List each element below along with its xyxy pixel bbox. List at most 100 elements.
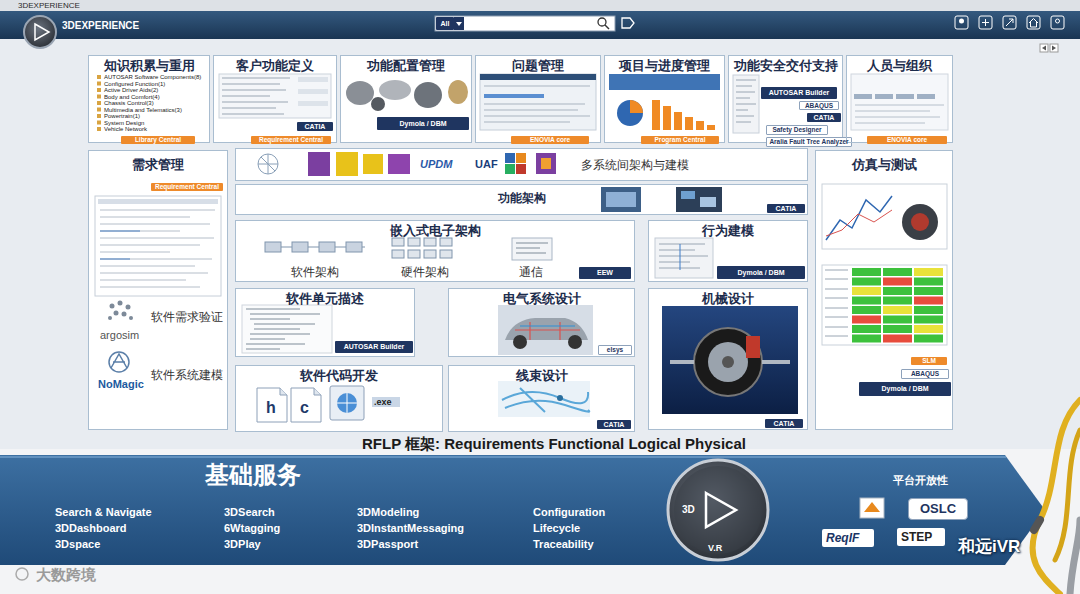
- badge-text: CATIA: [767, 204, 805, 213]
- label-text: 3DInstantMessaging: [357, 521, 464, 535]
- badge-text: Safety Designer: [767, 126, 827, 134]
- argosim-logo: [110, 304, 115, 309]
- tree-icon: [97, 108, 101, 112]
- file-icons: [280, 388, 287, 395]
- tile-ground: [448, 365, 635, 432]
- text-slot: 3DPlay: [224, 537, 261, 551]
- text-slot: 3DPassport: [357, 537, 418, 551]
- label-text: UAF: [475, 157, 498, 171]
- screenshot-thumbnail: [448, 80, 468, 104]
- text-slot: ReqIF: [826, 531, 859, 546]
- simulation-chart: [826, 210, 892, 236]
- text-slot: 3DEXPERIENCE: [62, 19, 139, 32]
- label-text: NoMagic: [98, 377, 144, 391]
- screenshot-thumbnail: [854, 94, 872, 99]
- argosim-logo: [118, 301, 123, 306]
- tile-ground: [235, 184, 808, 215]
- test-result-table: [852, 316, 881, 324]
- label-text: 3DSearch: [224, 505, 275, 519]
- tile-title: 电气系统设计: [449, 289, 634, 307]
- embedded-architecture-sketch: [516, 243, 548, 253]
- tile-ground: [88, 55, 953, 432]
- text-slot: 通信: [519, 265, 543, 280]
- tree-icon: [97, 121, 101, 125]
- text-slot: c: [300, 398, 309, 418]
- test-result-table: [822, 265, 947, 345]
- header-icons: [1029, 19, 1038, 28]
- text-slot: 多系统间架构与建模: [581, 158, 689, 173]
- compass-logo: [674, 466, 762, 554]
- standard-logos: [822, 529, 874, 547]
- mechanical-image: [722, 356, 734, 368]
- tile-ground: [88, 55, 210, 143]
- badge-text: Requirement Central: [251, 136, 331, 144]
- screenshot-thumbnail: [609, 74, 720, 90]
- module-tile: 软件单元描述AUTOSAR Builder: [235, 288, 415, 357]
- header-icons: [605, 25, 609, 29]
- header-icons: [1051, 16, 1064, 29]
- tree-icon: [97, 82, 101, 86]
- module-tile: 问题管理ENOVIA core: [475, 55, 601, 143]
- label-text: 3DDashboard: [55, 521, 127, 535]
- screenshot-thumbnail: [875, 94, 893, 99]
- requirements-document: [95, 196, 221, 296]
- simulation-chart: [822, 184, 947, 249]
- tile-ground: [648, 288, 808, 430]
- header-icons: [979, 16, 992, 29]
- vehicle-electrics-image: [515, 322, 580, 340]
- badge-text: CATIA: [597, 420, 631, 429]
- badge-text: SLM: [911, 357, 947, 365]
- embedded-architecture-sketch: [440, 238, 452, 246]
- label-text: 功能架构: [236, 191, 807, 206]
- label-text: 3DEXPERIENCE: [18, 1, 80, 10]
- label-text: Body and Comfort(4): [104, 94, 160, 101]
- standard-logos: [308, 152, 330, 176]
- harness-image: [502, 388, 589, 412]
- product-badge: Requirement Central: [151, 183, 223, 191]
- test-result-table: [883, 297, 912, 305]
- label-text: UPDM: [420, 157, 452, 171]
- product-badge: CATIA: [597, 420, 631, 429]
- header-icons: [435, 16, 615, 31]
- tile-title: 功能配置管理: [341, 56, 471, 74]
- compass-logo: [668, 460, 768, 560]
- label-text: System Design: [104, 120, 144, 127]
- standard-logos: [541, 158, 551, 169]
- product-badge: ABAQUS: [901, 369, 949, 379]
- tile-title: 项目与进度管理: [605, 56, 724, 74]
- nomagic-logo: [109, 352, 129, 372]
- text-slot: 硬件架构: [401, 265, 449, 280]
- title-bar: 3DEXPERIENCE: [0, 0, 1080, 11]
- embedded-architecture-sketch: [392, 250, 404, 258]
- tile-ground: [604, 55, 725, 143]
- product-badge: OSLC: [908, 498, 968, 520]
- badge-text: Dymola / DBM: [377, 117, 469, 130]
- tile-title: 人员与组织: [847, 56, 952, 74]
- product-badge: CATIA: [297, 122, 333, 131]
- screenshot-thumbnail: [371, 97, 385, 111]
- test-result-table: [883, 316, 912, 324]
- label-text: 3D: [682, 503, 695, 516]
- label-text: Traceability: [533, 537, 594, 551]
- test-result-table: [883, 278, 912, 286]
- badge-text: ENOVIA core: [511, 136, 589, 144]
- file-icons: [372, 397, 400, 407]
- screenshot-thumbnail: [298, 77, 328, 82]
- product-badge: Dymola / DBM: [859, 382, 951, 396]
- text-slot: Search & Navigate: [55, 505, 152, 519]
- label-text: 3Dspace: [55, 537, 100, 551]
- header-icons: [456, 22, 462, 26]
- text-slot: 3DEXPERIENCE: [18, 1, 80, 10]
- test-result-table: [852, 306, 881, 314]
- module-tile: 仿真与测试SLMDymola / DBMABAQUS: [815, 150, 953, 430]
- cable-image: [1033, 400, 1080, 594]
- text-slot: argosim: [100, 328, 139, 342]
- standard-logos: [258, 152, 556, 176]
- code-thumbnail: [242, 305, 332, 353]
- product-badge: CATIA: [767, 204, 805, 213]
- standard-logos: [516, 153, 526, 163]
- module-tile: 嵌入式电子架构软件架构硬件架构通信EEW: [235, 220, 635, 282]
- screenshot-thumbnail: [298, 89, 328, 94]
- module-tile: 行为建模Dymola / DBM: [648, 220, 808, 282]
